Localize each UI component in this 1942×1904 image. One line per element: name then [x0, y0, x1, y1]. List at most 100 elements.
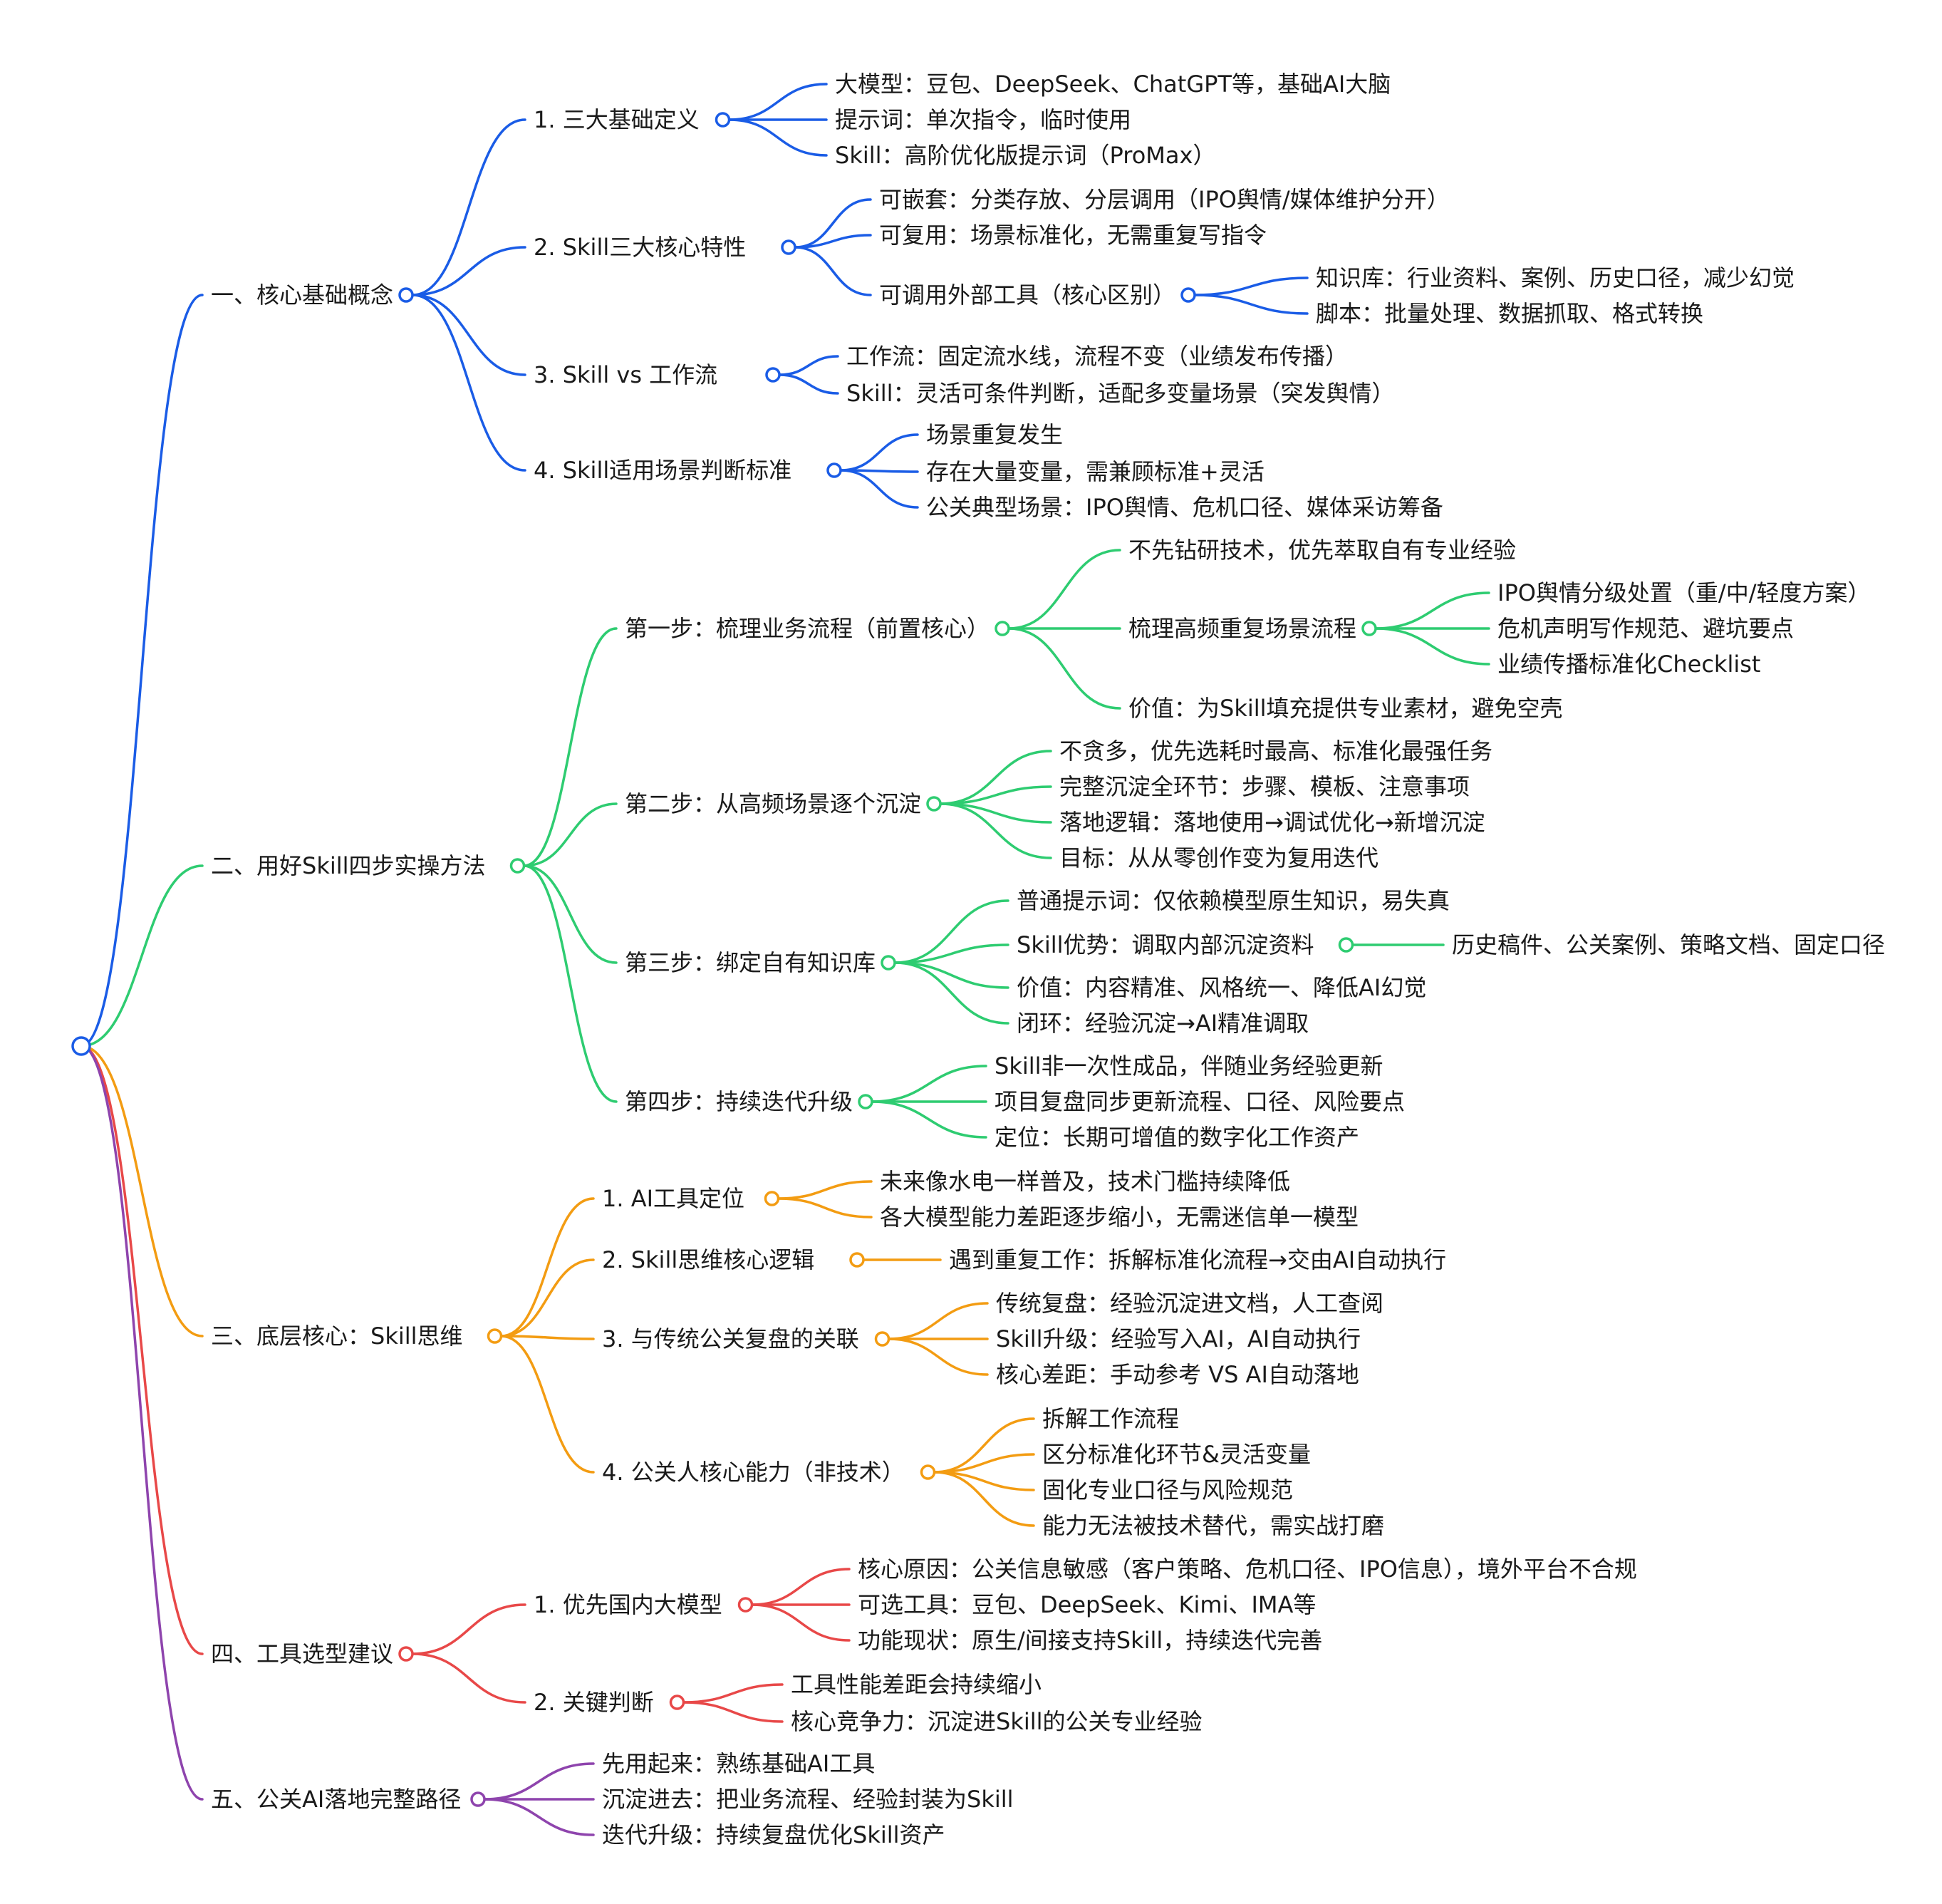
edge-1-0-1-0: [1374, 591, 1490, 630]
node-1-1-1-label: 完整沉淀全环节：步骤、模板、注意事项: [1059, 773, 1470, 800]
node-0-1-toggle[interactable]: [781, 239, 796, 255]
edge-3-1-0: [682, 1683, 784, 1704]
edge-2: [80, 1045, 204, 1338]
node-3-1-label: 2. 关键判断: [534, 1689, 654, 1716]
node-1-2-toggle[interactable]: [881, 955, 896, 971]
node-0-0-toggle[interactable]: [715, 112, 731, 128]
node-2-2-label: 3. 与传统公关复盘的关联: [602, 1325, 859, 1352]
branch-2-label: 三、底层核心：Skill思维: [211, 1323, 463, 1350]
edge-1-2-1: [893, 943, 1009, 964]
node-3-0-2-label: 功能现状：原生/间接支持Skill，持续迭代完善: [858, 1627, 1322, 1654]
node-1-0-1-label: 梳理高频重复场景流程: [1128, 615, 1356, 642]
edge-1-1-2: [939, 802, 1052, 824]
node-1-3-toggle[interactable]: [858, 1094, 873, 1109]
edge-2-0-1: [777, 1197, 873, 1219]
node-1-1-label: 第二步：从高频场景逐个沉淀: [625, 790, 921, 817]
edge-0-0-0: [727, 83, 828, 121]
branch-2-toggle[interactable]: [487, 1328, 503, 1344]
edge-3-1: [411, 1652, 526, 1704]
node-0-2-1-label: Skill：灵活可条件判断，适配多变量场景（突发舆情）: [846, 380, 1395, 407]
node-0-0-label: 1. 三大基础定义: [534, 106, 700, 133]
branch-0-toggle[interactable]: [398, 287, 414, 303]
node-2-3-0-label: 拆解工作流程: [1042, 1405, 1179, 1432]
node-1-0-1-0-label: IPO舆情分级处置（重/中/轻度方案）: [1497, 579, 1871, 606]
node-0-0-0-label: 大模型：豆包、DeepSeek、ChatGPT等，基础AI大脑: [835, 71, 1391, 98]
node-1-0-1-toggle[interactable]: [1361, 621, 1377, 636]
edge-1-3-0: [871, 1065, 987, 1103]
node-1-1-toggle[interactable]: [926, 796, 942, 812]
edge-1-1-0: [939, 750, 1052, 805]
node-0-1-1-label: 可复用：场景标准化，无需重复写指令: [879, 222, 1267, 249]
edge-1-0-1-2: [1374, 627, 1490, 666]
node-2-2-toggle[interactable]: [874, 1331, 890, 1347]
edge-2-3: [499, 1335, 595, 1474]
edge-3-0: [411, 1603, 526, 1655]
node-2-3-3-label: 能力无法被技术替代，需实战打磨: [1042, 1512, 1384, 1539]
node-1-2-1-toggle[interactable]: [1338, 937, 1354, 953]
edge-0-0-2: [727, 118, 828, 157]
edge-0-3-0: [839, 433, 919, 472]
node-0-3-1-label: 存在大量变量，需兼顾标准+灵活: [926, 458, 1265, 485]
edge-2-1: [499, 1258, 595, 1338]
branch-1-toggle[interactable]: [509, 858, 526, 874]
edge-2-2-0: [887, 1302, 989, 1340]
edge-4-0: [483, 1762, 595, 1801]
node-3-0-1-label: 可选工具：豆包、DeepSeek、Kimi、IMA等: [858, 1591, 1316, 1618]
edge-2-2: [499, 1335, 595, 1340]
node-2-2-2-label: 核心差距：手动参考 VS AI自动落地: [996, 1361, 1359, 1388]
edge-2-0-0: [777, 1180, 873, 1200]
node-2-3-toggle[interactable]: [920, 1464, 936, 1480]
branch-4-toggle[interactable]: [470, 1791, 486, 1807]
node-1-0-toggle[interactable]: [995, 621, 1010, 636]
branch-3-toggle[interactable]: [398, 1646, 414, 1662]
mindmap-edges: [80, 83, 1490, 1836]
edge-1-2-3: [893, 961, 1009, 1025]
edge-1-3: [522, 864, 618, 1103]
node-1-2-3-label: 闭环：经验沉淀→AI精准调取: [1017, 1010, 1309, 1037]
node-2-2-0-label: 传统复盘：经验沉淀进文档，人工查阅: [996, 1290, 1383, 1317]
edge-2-2-2: [887, 1338, 989, 1376]
node-2-0-toggle[interactable]: [764, 1191, 780, 1206]
node-4-2-label: 迭代升级：持续复盘优化Skill资产: [602, 1821, 945, 1848]
node-0-1-0-label: 可嵌套：分类存放、分层调用（IPO舆情/媒体维护分开）: [879, 186, 1450, 213]
edge-1-3-2: [871, 1100, 987, 1139]
node-3-1-0-label: 工具性能差距会持续缩小: [791, 1671, 1042, 1698]
edge-0-2-1: [778, 373, 839, 395]
branch-3-label: 四、工具选型建议: [211, 1640, 393, 1667]
node-3-0-toggle[interactable]: [737, 1597, 754, 1613]
root-node[interactable]: [71, 1036, 91, 1056]
node-0-1-2-1-label: 脚本：批量处理、数据抓取、格式转换: [1316, 300, 1703, 327]
node-1-1-3-label: 目标：从从零创作变为复用迭代: [1059, 844, 1378, 871]
edge-0-1-2-0: [1193, 276, 1309, 296]
node-0-2-0-label: 工作流：固定流水线，流程不变（业绩发布传播）: [846, 343, 1348, 370]
node-3-0-0-label: 核心原因：公关信息敏感（客户策略、危机口径、IPO信息），境外平台不合规: [858, 1556, 1637, 1583]
edge-3-0-2: [750, 1603, 851, 1642]
node-1-3-1-label: 项目复盘同步更新流程、口径、风险要点: [995, 1088, 1405, 1115]
node-2-3-label: 4. 公关人核心能力（非技术）: [602, 1459, 905, 1486]
node-0-0-2-label: Skill：高阶优化版提示词（ProMax）: [835, 142, 1215, 169]
edge-0-0: [411, 118, 526, 296]
node-2-0-0-label: 未来像水电一样普及，技术门槛持续降低: [880, 1168, 1290, 1195]
node-0-0-1-label: 提示词：单次指令，临时使用: [835, 106, 1131, 133]
node-4-0-label: 先用起来：熟练基础AI工具: [602, 1750, 875, 1777]
node-3-1-toggle[interactable]: [669, 1695, 685, 1710]
edge-0-1-0: [794, 198, 872, 249]
edge-1-2: [522, 864, 618, 964]
node-1-3-2-label: 定位：长期可增值的数字化工作资产: [995, 1124, 1359, 1151]
node-1-2-1-label: Skill优势：调取内部沉淀资料: [1017, 931, 1314, 958]
edge-0-1-1: [794, 234, 872, 249]
node-1-0-2-label: 价值：为Skill填充提供专业素材，避免空壳: [1128, 695, 1563, 722]
edge-0-3: [411, 294, 526, 472]
edge-3-0-0: [750, 1568, 851, 1606]
node-1-3-0-label: Skill非一次性成品，伴随业务经验更新: [995, 1052, 1383, 1080]
node-2-1-toggle[interactable]: [849, 1252, 865, 1268]
node-0-3-toggle[interactable]: [826, 462, 842, 478]
edge-4-2: [483, 1798, 595, 1836]
edge-0-3-2: [839, 469, 919, 509]
edge-1-1-1: [939, 785, 1052, 805]
node-0-1-2-toggle[interactable]: [1180, 287, 1196, 303]
node-1-0-0-label: 不先钻研技术，优先萃取自有专业经验: [1128, 537, 1516, 564]
node-0-2-toggle[interactable]: [765, 367, 781, 383]
node-0-1-2-label: 可调用外部工具（核心区别）: [879, 281, 1175, 309]
edge-0-1-2: [794, 246, 872, 296]
